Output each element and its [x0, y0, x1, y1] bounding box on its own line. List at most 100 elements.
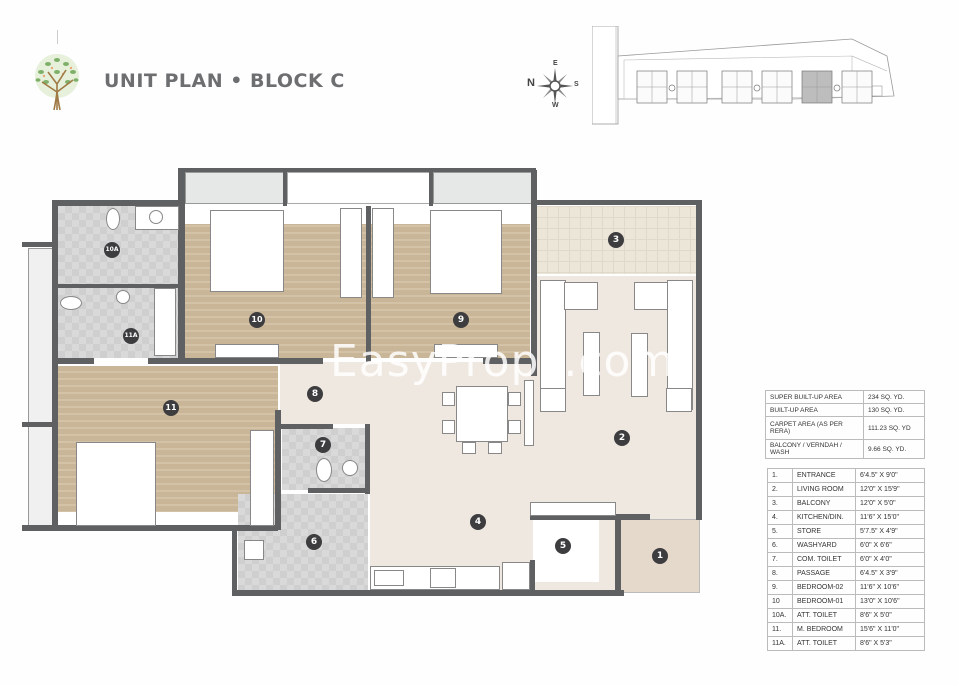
- wall: [531, 170, 537, 376]
- room-badge-4: 4: [470, 514, 486, 530]
- room-name: ENTRANCE: [792, 468, 856, 483]
- room-name: BEDROOM-01: [792, 594, 856, 609]
- room-no: 6.: [767, 538, 793, 553]
- wall: [178, 168, 536, 172]
- wall: [232, 590, 624, 596]
- watermark: EasyProps.com: [330, 336, 676, 387]
- room-badge-8: 8: [307, 386, 323, 402]
- area-value: 234 SQ. YD.: [863, 390, 925, 404]
- header-divider: [57, 30, 58, 44]
- tv-unit-bedroom-01: [215, 344, 279, 358]
- room-name: STORE: [792, 524, 856, 539]
- washing-machine: [244, 540, 264, 560]
- cooktop: [430, 568, 456, 588]
- left-balcony-glass: [28, 248, 54, 530]
- wall: [283, 170, 287, 206]
- room-badge-11a: 11A: [123, 328, 139, 344]
- wall: [54, 284, 184, 288]
- wardrobe-bedroom-02: [372, 208, 394, 298]
- room-size: 5'7.5" X 4'9": [855, 524, 925, 539]
- room-no: 10: [767, 594, 793, 609]
- wall: [365, 424, 370, 494]
- site-key-plan: [591, 25, 924, 126]
- room-name: LIVING ROOM: [792, 482, 856, 497]
- page-title: UNIT PLAN • BLOCK C: [104, 70, 345, 92]
- kitchen-sink: [374, 570, 404, 586]
- fridge: [502, 562, 530, 590]
- dining-chair: [488, 442, 502, 454]
- wall: [232, 528, 237, 594]
- room-name: COM. TOILET: [792, 552, 856, 567]
- room-no: 7.: [767, 552, 793, 567]
- armchair-right: [666, 388, 692, 412]
- tv-unit-bedroom-02: [434, 344, 498, 358]
- wall: [52, 200, 58, 530]
- bedroom-01-balcony-glass: [287, 172, 431, 204]
- armchair-left: [540, 388, 566, 412]
- wall: [275, 410, 281, 530]
- wall: [52, 200, 182, 206]
- wall: [366, 206, 371, 362]
- wall: [536, 200, 702, 205]
- bed-bedroom-01: [210, 210, 284, 292]
- area-value: 130 SQ. YD.: [863, 403, 925, 417]
- compass-rose-icon: [537, 68, 573, 104]
- room-size: 13'0" X 10'6": [855, 594, 925, 609]
- dining-chair: [442, 420, 455, 434]
- room-badge-11: 11: [163, 400, 179, 416]
- wall: [530, 514, 650, 520]
- wardrobe-bedroom-01: [340, 208, 362, 298]
- compass-south-label: S: [574, 81, 579, 88]
- room-no: 2.: [767, 482, 793, 497]
- table-row: CARPET AREA (AS PER RERA)111.23 SQ. YD: [765, 416, 925, 440]
- room-size: 8'6" X 5'0": [855, 608, 925, 623]
- room-size: 6'4.5" X 9'0": [855, 468, 925, 483]
- area-label: BUILT-UP AREA: [765, 403, 864, 417]
- area-label: BALCONY / VERNDAH / WASH: [765, 439, 864, 459]
- room-size: 12'0" X 15'9": [855, 482, 925, 497]
- coffee-table-left: [583, 332, 600, 396]
- wall: [429, 170, 433, 206]
- area-label: CARPET AREA (AS PER RERA): [765, 416, 864, 440]
- wall: [696, 200, 702, 520]
- shelf-11a: [154, 288, 176, 356]
- bedroom-01-window-ledge: [185, 172, 285, 204]
- room-no: 3.: [767, 496, 793, 511]
- room-no: 8.: [767, 566, 793, 581]
- bed-bedroom-02: [430, 210, 502, 294]
- wall: [278, 424, 333, 429]
- room-size: 6'0" X 4'0": [855, 552, 925, 567]
- room-badge-3: 3: [608, 232, 624, 248]
- dining-chair: [508, 420, 521, 434]
- tree-logo-icon: [26, 52, 88, 112]
- basin-11a: [116, 290, 130, 304]
- sofa-right-top: [634, 282, 668, 310]
- coffee-table-right: [631, 333, 648, 397]
- compass-north-label: N: [527, 77, 535, 89]
- area-value: 111.23 SQ. YD: [863, 416, 925, 440]
- room-badge-5: 5: [555, 538, 571, 554]
- room-no: 10A.: [767, 608, 793, 623]
- room-name: KITCHEN/DIN.: [792, 510, 856, 525]
- room-size: 11'6" X 10'6": [855, 580, 925, 595]
- compass-east-label: E: [553, 60, 558, 67]
- wall: [22, 422, 54, 427]
- room-size: 15'6" X 11'0": [855, 622, 925, 637]
- room-badge-1: 1: [652, 548, 668, 564]
- room-size: 6'4.5" X 3'9": [855, 566, 925, 581]
- room-name: WASHYARD: [792, 538, 856, 553]
